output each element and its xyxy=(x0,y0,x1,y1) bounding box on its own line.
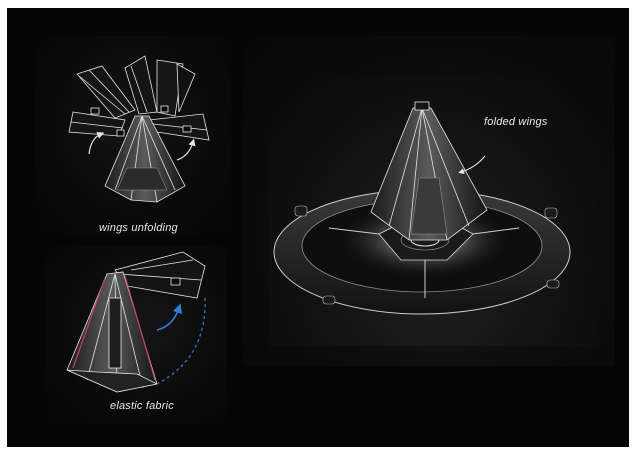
caption-folded-wings: folded wings xyxy=(484,116,548,128)
folded-wings-pointer xyxy=(458,155,486,175)
fold-arrow xyxy=(156,303,183,331)
drone-folded-wings xyxy=(370,101,488,241)
drone-elastic-fabric xyxy=(66,251,206,393)
line-art-layer xyxy=(66,55,571,393)
unfold-arrow-right xyxy=(176,138,196,161)
caption-elastic-fabric: elastic fabric xyxy=(110,400,174,412)
unfold-arrow-left xyxy=(88,131,105,155)
landing-pad xyxy=(273,189,571,315)
illustration-board: wings unfolding elastic fabric folded wi… xyxy=(7,8,629,447)
fabric-stretch-arc xyxy=(156,297,206,385)
caption-wings-unfolding: wings unfolding xyxy=(99,222,178,234)
drone-wings-unfolding xyxy=(68,55,210,203)
